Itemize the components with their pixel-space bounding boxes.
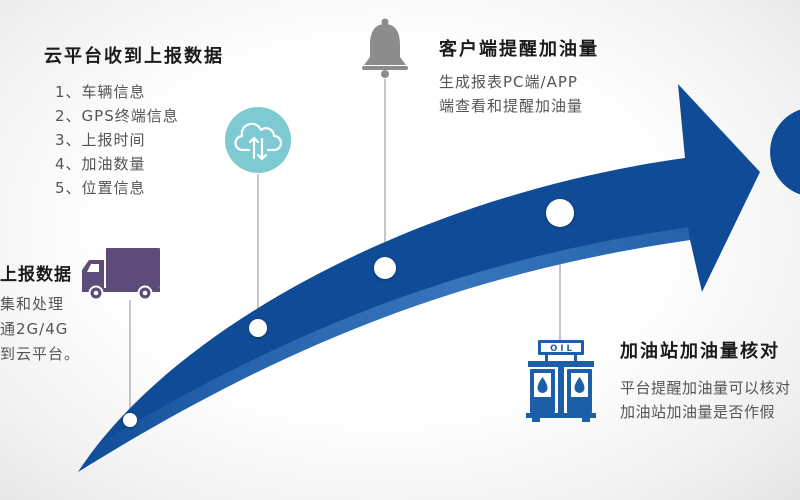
endpoint-circle bbox=[770, 109, 800, 195]
connector-lines bbox=[129, 79, 561, 420]
milestone-dot-client bbox=[374, 257, 396, 279]
milestone-dot-report bbox=[123, 413, 137, 427]
milestone-dot-station bbox=[546, 199, 574, 227]
step-client: 客户端提醒加油量 生成报表PC端/APP 端查看和提醒加油量 bbox=[439, 38, 599, 118]
step-detail-line: 3、上报时间 bbox=[55, 131, 146, 149]
step-title: 客户端提醒加油量 bbox=[439, 39, 599, 60]
truck-chassis bbox=[82, 288, 160, 292]
truck-hub-front bbox=[93, 290, 99, 296]
step-cloud: 云平台收到上报数据 1、车辆信息 2、GPS终端信息 3、上报时间 4、加油数量… bbox=[44, 45, 224, 200]
step-detail-line: 到云平台。 bbox=[0, 345, 81, 363]
step-detail-line: 集和处理 bbox=[0, 295, 65, 313]
station-base bbox=[526, 413, 596, 418]
cloud-outline bbox=[234, 122, 283, 152]
bell-clapper bbox=[381, 70, 389, 78]
step-title: 加油站加油量核对 bbox=[620, 341, 780, 362]
bell-rim bbox=[362, 66, 408, 70]
step-report: 上报数据 集和处理 通2G/4G 到云平台。 bbox=[0, 264, 80, 367]
download-arrow-icon bbox=[256, 137, 268, 161]
station-foot-right bbox=[582, 418, 590, 422]
bell-icon bbox=[362, 18, 408, 78]
fuel-drop-icon bbox=[574, 377, 585, 393]
fuel-drop-icon bbox=[537, 377, 548, 393]
truck-cargo-box bbox=[106, 248, 160, 288]
step-station: 加油站加油量核对 平台提醒加油量可以核对 加油站加油量是否作假 bbox=[620, 340, 791, 424]
upload-arrow-icon bbox=[248, 136, 260, 160]
step-detail-line: 平台提醒加油量可以核对 bbox=[620, 379, 791, 397]
truck-window bbox=[87, 264, 99, 272]
step-detail-line: 4、加油数量 bbox=[55, 155, 146, 173]
step-detail-line: 1、车辆信息 bbox=[55, 83, 146, 101]
step-detail-line: 5、位置信息 bbox=[55, 179, 146, 197]
cloud-sync-icon bbox=[225, 107, 291, 173]
station-foot-left bbox=[532, 418, 540, 422]
step-detail-line: 2、GPS终端信息 bbox=[55, 107, 179, 125]
bell-knob bbox=[381, 18, 389, 26]
truck-hub-rear bbox=[142, 290, 148, 296]
step-detail-list: 集和处理 通2G/4G 到云平台。 bbox=[0, 292, 80, 367]
sign-post-left bbox=[545, 355, 548, 361]
oil-sign-panel bbox=[541, 343, 581, 352]
truck-icon bbox=[82, 248, 160, 301]
milestone-dot-cloud bbox=[249, 319, 267, 337]
oil-sign-text: OIL bbox=[550, 344, 575, 354]
step-detail-line: 通2G/4G bbox=[0, 320, 69, 338]
step-detail-line: 端查看和提醒加油量 bbox=[439, 97, 584, 115]
station-column bbox=[558, 367, 564, 413]
step-detail-list: 1、车辆信息 2、GPS终端信息 3、上报时间 4、加油数量 5、位置信息 bbox=[55, 80, 224, 200]
cloud-badge bbox=[225, 107, 291, 173]
step-title: 上报数据 bbox=[0, 265, 72, 285]
station-canopy bbox=[528, 361, 594, 367]
sign-post-right bbox=[574, 355, 577, 361]
step-detail-line: 加油站加油量是否作假 bbox=[620, 403, 776, 421]
gas-station-icon: OIL bbox=[526, 340, 596, 422]
milestone-dots bbox=[123, 199, 574, 427]
step-detail-list: 生成报表PC端/APP 端查看和提醒加油量 bbox=[439, 70, 599, 118]
step-detail-list: 平台提醒加油量可以核对 加油站加油量是否作假 bbox=[620, 376, 791, 424]
step-detail-line: 生成报表PC端/APP bbox=[439, 73, 578, 91]
step-title: 云平台收到上报数据 bbox=[44, 46, 224, 67]
bell-body bbox=[364, 24, 406, 65]
